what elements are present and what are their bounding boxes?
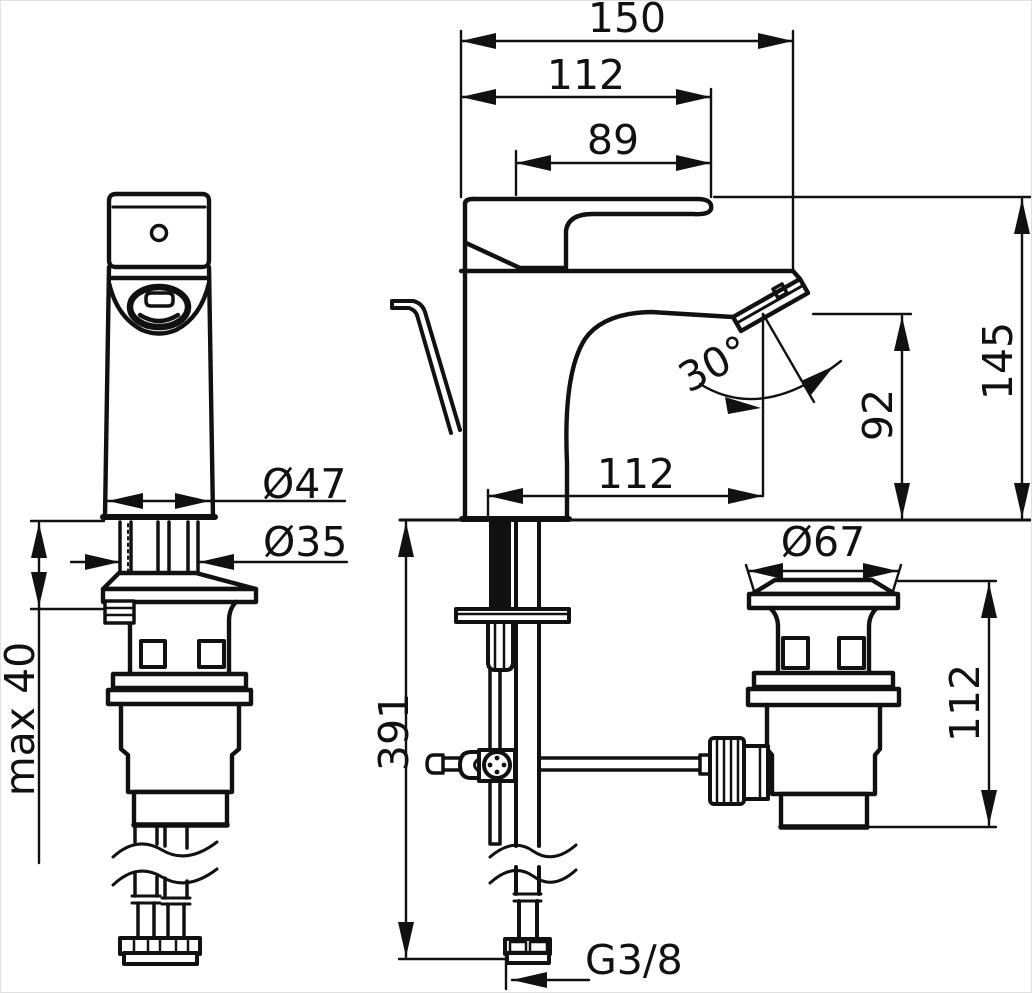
linkage-rod-pin [425,753,445,775]
dim-max-deck-label: max 40 [1,642,44,797]
waste-tail-front [131,789,230,828]
dim-base-diameter: Ø47 [106,460,346,509]
break-wave [111,867,219,887]
waste-ring-upper-front [110,671,249,691]
hoses-lower [133,872,189,900]
waste-body [764,702,883,797]
rod-clamp-socket [458,750,483,780]
dim-lever-length-label: 89 [587,116,639,164]
under-counter-assembly [425,519,705,965]
waste-flange-band [746,591,901,611]
angle-arrowhead [725,397,761,414]
dim-thread-size-label: G3/8 [585,936,683,984]
waste-ring-lower [745,686,902,708]
waste-flange-cone-front [100,570,259,592]
hoses-upper [133,823,189,850]
break-wave [111,840,219,859]
dim-lever-length: 89 [514,116,713,197]
waste-tail [778,791,870,830]
faucet-front-view [100,191,218,591]
dim-overall-depth: 150 [459,1,795,271]
hose-nut-flange [122,951,199,966]
supply-pipe-fill [517,521,538,846]
handle-hole [149,223,169,243]
waste-neck [767,605,880,676]
mounting-nut [486,620,515,672]
dim-spout-height: 92 [811,312,913,520]
waste-flange-band-front [100,586,259,605]
spout-top-line [458,268,803,282]
faucet-body-front [102,264,216,520]
spout-underside-curve [564,309,736,522]
dim-body-to-handle-label: 112 [547,51,625,99]
dim-spout-height-label: 92 [854,389,902,441]
dim-spout-reach-label: 112 [597,450,675,498]
dim-hole-diameter: Ø35 [69,518,349,570]
pipe-break-wave [488,868,578,885]
overflow-slot [197,639,226,669]
g38-nut-facet [528,940,549,954]
screw-dot [487,762,493,768]
overflow-slot [139,639,167,669]
dim-spout-angle: 30° [671,312,843,498]
dim-overall-height: 145 [712,195,1031,520]
pipe-break-wave [488,843,578,859]
aerator-notch [771,282,789,300]
dim-overall-height-label: 145 [974,322,1022,400]
clamp-screw [482,750,512,780]
spout-cutout-front [106,280,212,336]
waste-ring-upper [751,670,896,690]
waste-front-view [100,570,259,966]
dim-waste-flange-label: Ø67 [781,518,865,566]
pipe-neck [517,899,539,941]
screw-dot [494,755,500,761]
dim-spout-reach: 112 [486,450,765,520]
spout-axis-angled [761,312,816,404]
handle-side [470,196,714,270]
dim-spout-angle-label: 30° [671,326,758,402]
screw-dot [494,769,500,775]
cartridge-shoulder [463,240,569,271]
dim-overall-depth-label: 150 [588,1,666,42]
screw-dot [501,762,507,768]
hose-nut-facets [132,936,190,956]
g38-nut-flange [505,951,551,965]
waste-side-view [698,577,902,830]
waste-body-front [118,701,242,795]
dim-install-depth: 391 [370,520,510,961]
dim-max-deck-thickness: max 40 [1,519,106,865]
aerator-insert [144,291,175,308]
overflow-slot [837,636,866,670]
handle-front [106,191,212,270]
popup-clip [103,599,136,625]
threaded-shank [489,521,511,609]
supply-pipe-lower [514,865,541,896]
waste-ring-lower-front [105,687,254,707]
dim-waste-flange-diameter: Ø67 [744,518,903,593]
knurl-ridges [715,738,740,804]
angle-arrowhead [801,366,834,395]
aerator-side-line [735,284,804,325]
dim-body-to-handle: 112 [459,51,713,199]
dim-thread-size: G3/8 [504,936,683,991]
lift-rod [390,299,462,435]
ball-joint-socket [742,744,770,801]
dim-waste-height: 112 [868,579,998,829]
hose-joints [130,894,192,906]
hose-tubes [136,901,186,940]
popup-clip-lines [103,606,136,617]
g38-nut-facet [508,940,528,954]
dim-base-diameter-label: Ø47 [262,460,346,508]
dim-waste-height-label: 112 [941,664,989,742]
dim-hole-diameter-label: Ø35 [263,518,347,566]
faucet-side-view [390,196,811,522]
shank-tubes [118,520,200,591]
nut-facets [493,622,506,670]
dim-install-depth-label: 391 [370,693,418,771]
overflow-slot [781,636,810,670]
supply-pipe [514,519,541,848]
aerator-arc [137,312,181,324]
